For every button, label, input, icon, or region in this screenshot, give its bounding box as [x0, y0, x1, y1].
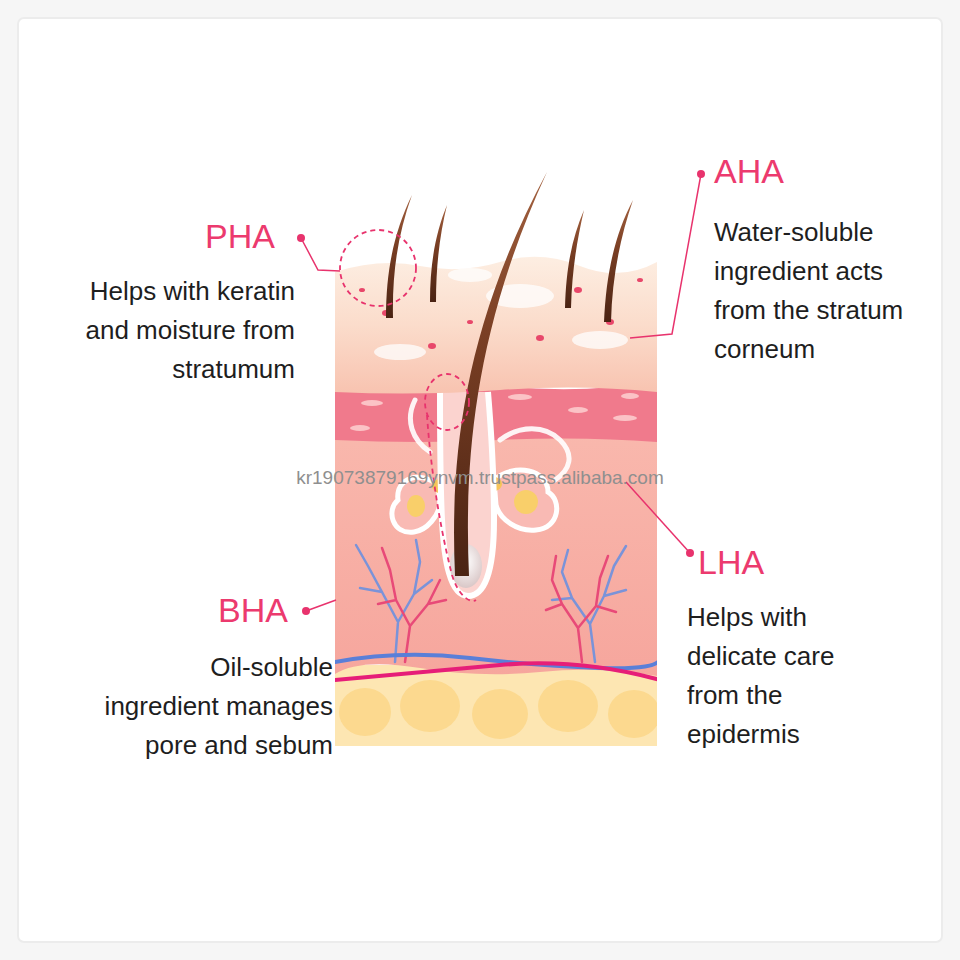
acid-heading: LHA [698, 543, 798, 582]
watermark: kr19073879169ynvm.trustpass.alibaba.com [230, 466, 730, 490]
acid-heading: AHA [714, 152, 824, 191]
acid-heading: PHA [205, 217, 305, 256]
acid-description: Helps with delicate care from the epider… [687, 598, 857, 754]
acid-description: Water-soluble ingredient acts from the s… [714, 213, 904, 369]
acid-heading: BHA [218, 591, 318, 630]
acid-description: Helps with keratin and moisture from str… [80, 272, 295, 389]
acid-description: Oil-soluble ingredient manages pore and … [98, 648, 333, 765]
